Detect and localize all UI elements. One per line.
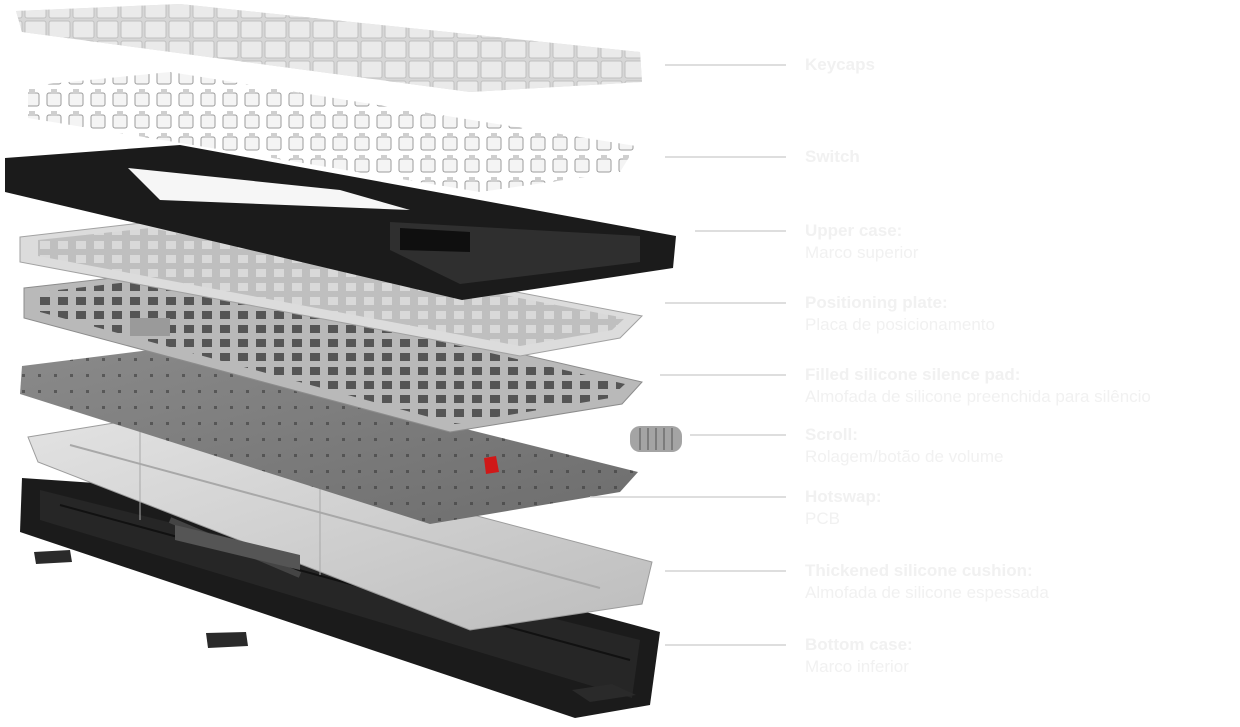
label-hotswap: Hotswap: PCB: [805, 486, 882, 530]
label-keycaps: Keycaps: [805, 54, 875, 76]
red-chip-icon: [484, 456, 499, 474]
switches: [28, 72, 636, 192]
scroll-wheel: [630, 426, 682, 452]
label-subtitle-silence-pad: Almofada de silicone preenchida para sil…: [805, 387, 1151, 406]
label-title-keycaps: Keycaps: [805, 55, 875, 74]
keycaps: [16, 4, 642, 92]
label-subtitle-scroll: Rolagem/botão de volume: [805, 447, 1004, 466]
label-title-silicone-cushion: Thickened silicone cushion:: [805, 561, 1033, 580]
upper-case: [5, 145, 676, 300]
label-title-hotswap: Hotswap:: [805, 487, 882, 506]
hotswap-pcb: [20, 350, 638, 524]
label-title-switch: Switch: [805, 147, 860, 166]
label-subtitle-bottom-case: Marco inferior: [805, 657, 909, 676]
label-subtitle-hotswap: PCB: [805, 509, 840, 528]
leader-lines: [590, 64, 786, 646]
label-subtitle-upper-case: Marco superior: [805, 243, 919, 262]
label-positioning-plate: Positioning plate: Placa de posicionament…: [805, 292, 995, 336]
label-title-bottom-case: Bottom case:: [805, 635, 913, 654]
label-title-positioning-plate: Positioning plate:: [805, 293, 948, 312]
silence-pad: [23, 271, 643, 433]
label-subtitle-silicone-cushion: Almofada de silicone espessada: [805, 583, 1049, 602]
label-bottom-case: Bottom case: Marco inferior: [805, 634, 913, 678]
label-silicone-cushion: Thickened silicone cushion: Almofada de s…: [805, 560, 1049, 604]
label-silence-pad: Filled silicone silence pad: Almofada de …: [805, 364, 1151, 408]
positioning-plate: [19, 221, 644, 357]
label-subtitle-positioning-plate: Placa de posicionamento: [805, 315, 995, 334]
label-title-upper-case: Upper case:: [805, 221, 903, 240]
label-title-silence-pad: Filled silicone silence pad:: [805, 365, 1021, 384]
label-upper-case: Upper case: Marco superior: [805, 220, 918, 264]
label-switch: Switch: [805, 146, 860, 168]
label-title-scroll: Scroll:: [805, 425, 858, 444]
label-scroll: Scroll: Rolagem/botão de volume: [805, 424, 1003, 468]
